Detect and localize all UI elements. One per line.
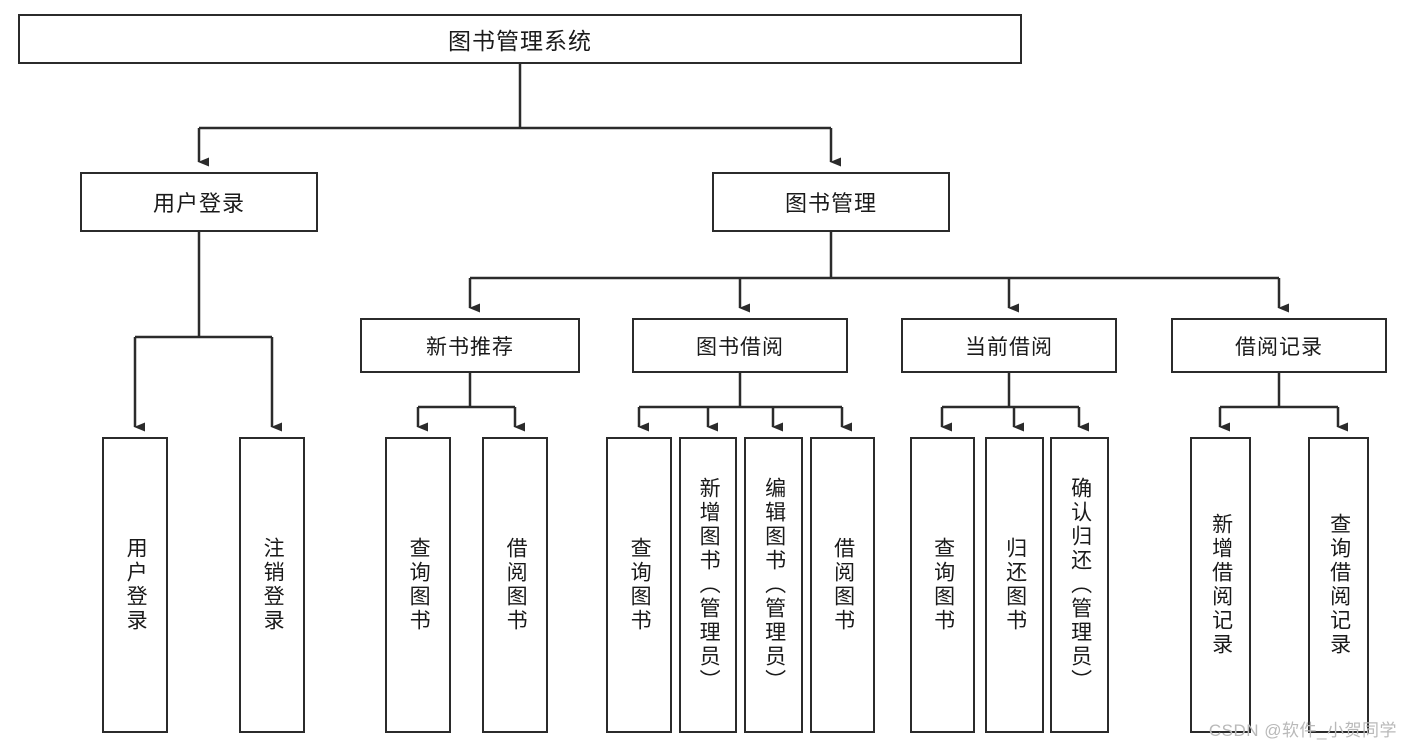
leaf-current-confirm-return-admin[interactable]: 确认归还（管理员） <box>1050 437 1109 733</box>
leaf-current-confirm-return-admin-label: 确认归还（管理员） <box>1068 477 1092 693</box>
node-borrow-records-label: 借阅记录 <box>1235 335 1323 359</box>
leaf-current-query-book[interactable]: 查询图书 <box>910 437 975 733</box>
leaf-borrow-edit-book-admin[interactable]: 编辑图书（管理员） <box>744 437 803 733</box>
node-current-borrow[interactable]: 当前借阅 <box>901 318 1117 373</box>
node-book-management-label: 图书管理 <box>784 191 877 216</box>
leaf-new-book-query-label: 查询图书 <box>407 537 431 633</box>
leaf-borrow-edit-book-admin-label: 编辑图书（管理员） <box>762 477 786 693</box>
node-new-book-recommend-label: 新书推荐 <box>426 335 514 359</box>
node-book-borrow[interactable]: 图书借阅 <box>632 318 848 373</box>
leaf-new-book-query[interactable]: 查询图书 <box>385 437 451 733</box>
leaf-user-login-label: 用户登录 <box>124 537 148 633</box>
leaf-records-query-record-label: 查询借阅记录 <box>1327 513 1351 657</box>
leaf-user-logout-label: 注销登录 <box>261 537 285 633</box>
leaf-records-query-record[interactable]: 查询借阅记录 <box>1308 437 1369 733</box>
node-root-label: 图书管理系统 <box>448 28 592 54</box>
leaf-current-return-book-label: 归还图书 <box>1003 537 1027 633</box>
leaf-borrow-lend-book[interactable]: 借阅图书 <box>810 437 875 733</box>
leaf-records-add-record[interactable]: 新增借阅记录 <box>1190 437 1251 733</box>
leaf-user-logout[interactable]: 注销登录 <box>239 437 305 733</box>
node-user-login-label: 用户登录 <box>152 191 245 216</box>
leaf-records-add-record-label: 新增借阅记录 <box>1209 513 1233 657</box>
node-book-management[interactable]: 图书管理 <box>712 172 950 232</box>
node-current-borrow-label: 当前借阅 <box>965 335 1053 359</box>
node-book-borrow-label: 图书借阅 <box>696 335 784 359</box>
node-new-book-recommend[interactable]: 新书推荐 <box>360 318 580 373</box>
node-borrow-records[interactable]: 借阅记录 <box>1171 318 1387 373</box>
leaf-new-book-borrow[interactable]: 借阅图书 <box>482 437 548 733</box>
leaf-borrow-add-book-admin[interactable]: 新增图书（管理员） <box>679 437 737 733</box>
leaf-current-query-book-label: 查询图书 <box>931 537 955 633</box>
leaf-borrow-query-book-label: 查询图书 <box>628 537 652 633</box>
leaf-borrow-lend-book-label: 借阅图书 <box>831 537 855 633</box>
leaf-new-book-borrow-label: 借阅图书 <box>504 537 528 633</box>
leaf-borrow-add-book-admin-label: 新增图书（管理员） <box>697 477 721 693</box>
node-root[interactable]: 图书管理系统 <box>18 14 1022 64</box>
csdn-watermark: CSDN @软件_小贺同学 <box>1208 721 1397 740</box>
leaf-current-return-book[interactable]: 归还图书 <box>985 437 1044 733</box>
node-user-login[interactable]: 用户登录 <box>80 172 318 232</box>
leaf-user-login[interactable]: 用户登录 <box>102 437 168 733</box>
leaf-borrow-query-book[interactable]: 查询图书 <box>606 437 672 733</box>
